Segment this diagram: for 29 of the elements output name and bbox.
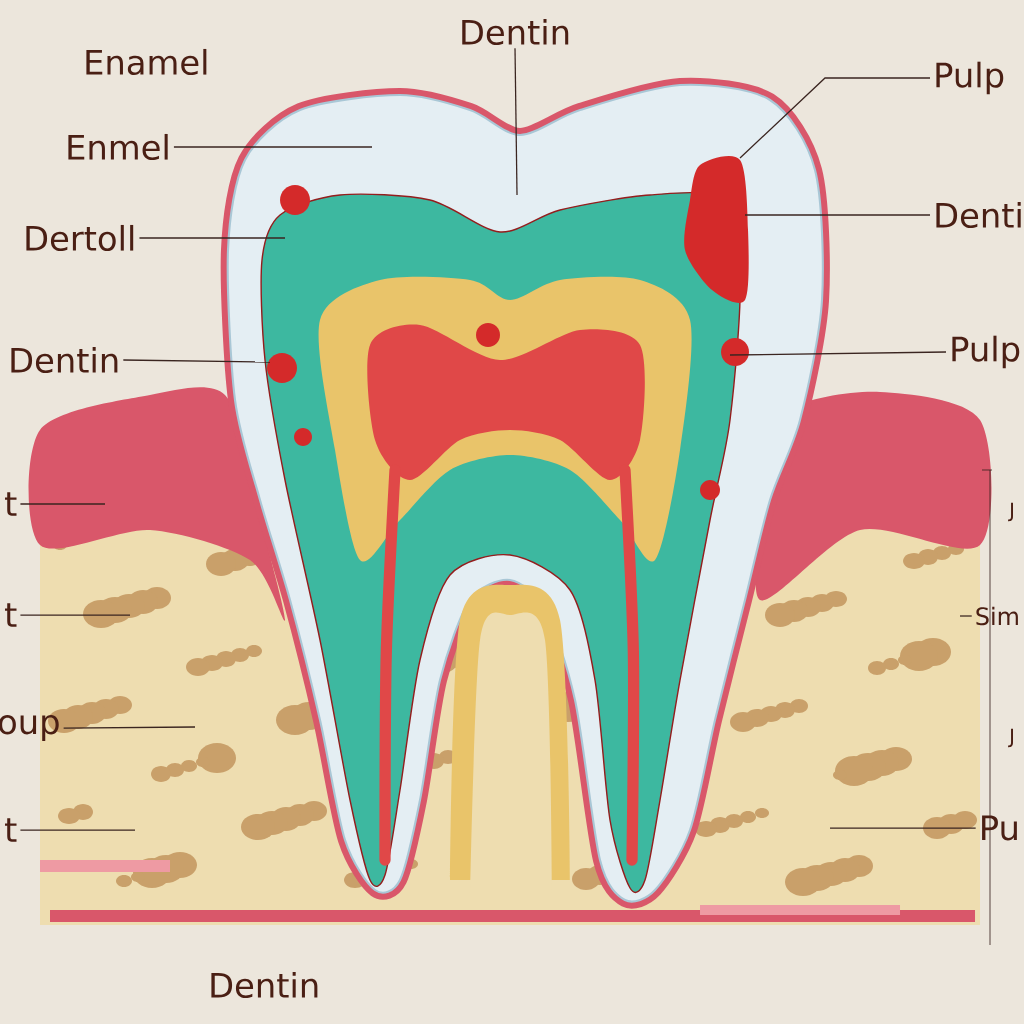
callout-label: Dertoll — [26, 224, 134, 252]
leader-line — [739, 77, 931, 159]
callout-label: t — [5, 818, 17, 842]
callout-label: Denti — [936, 201, 1021, 229]
leader-line — [63, 726, 196, 729]
leader-line — [122, 359, 271, 363]
callout-label: t — [5, 603, 17, 627]
callout-label: Sim — [976, 606, 1018, 626]
leader-line — [959, 615, 973, 617]
part-label: Dentin — [211, 971, 318, 999]
callout-label: Pulp — [936, 61, 1004, 95]
part-label: J — [1008, 502, 1013, 522]
leader-line — [19, 829, 136, 831]
leader-line — [19, 503, 106, 505]
part-label: J — [1008, 728, 1013, 748]
callout-label: Pulp — [952, 335, 1020, 369]
leader-line — [173, 146, 373, 148]
leader-line — [744, 214, 931, 216]
callout-label: Pu — [982, 815, 1017, 841]
leader-line — [729, 351, 947, 356]
leader-line — [138, 237, 286, 239]
callout-label: t — [5, 492, 17, 516]
part-label: Enamel — [86, 48, 207, 76]
callout-label: Dentin — [462, 18, 569, 46]
callout-label: Enmel — [68, 133, 168, 161]
leader-line — [19, 614, 131, 616]
leader-line — [829, 827, 977, 829]
leader-line — [514, 47, 518, 196]
callout-label: Dentin — [11, 346, 118, 374]
